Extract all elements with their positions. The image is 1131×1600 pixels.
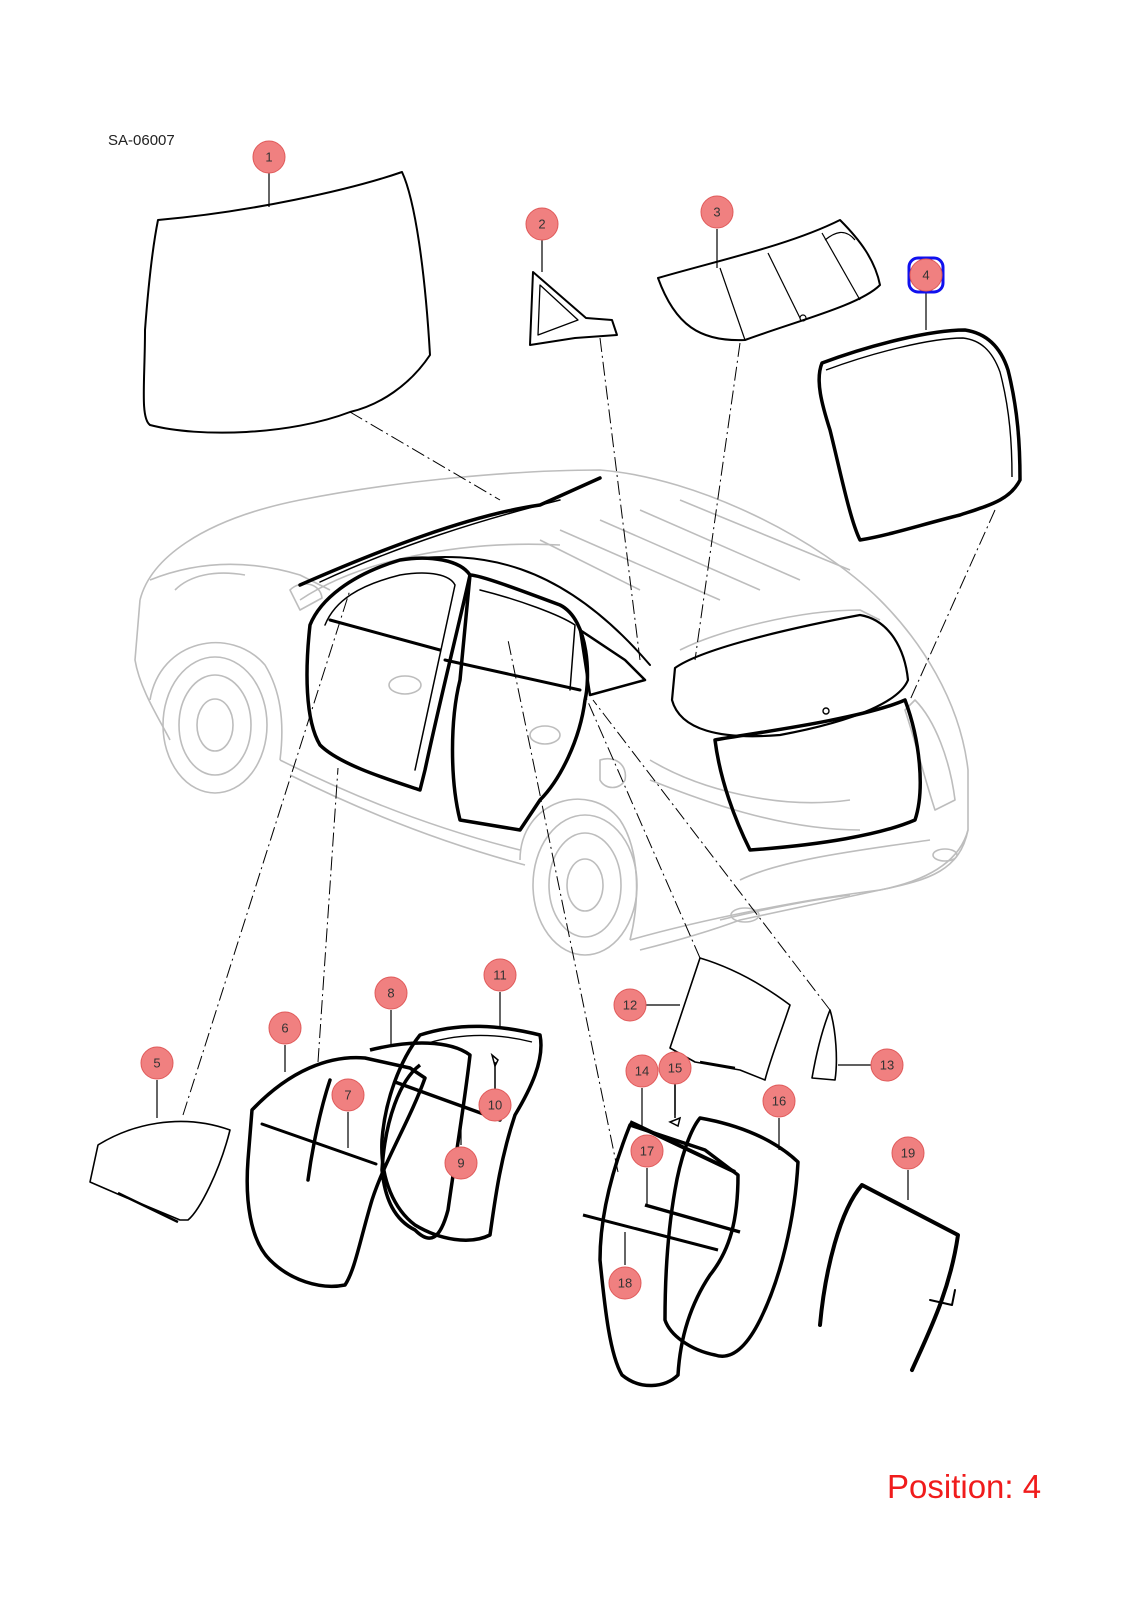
callout-13[interactable]: 13	[870, 1048, 904, 1082]
callout-circle	[891, 1136, 925, 1170]
part-front-run-channel	[369, 1041, 472, 1240]
callout-18[interactable]: 18	[608, 1266, 642, 1300]
callout-number: 5	[153, 1056, 160, 1071]
part-clip	[490, 1052, 499, 1092]
callout-number: 19	[901, 1146, 915, 1161]
callout-5[interactable]: 5	[140, 1046, 174, 1080]
callout-number: 9	[457, 1156, 464, 1171]
callout-circle	[870, 1048, 904, 1082]
callout-number: 12	[623, 998, 637, 1013]
leader-lines	[182, 337, 996, 1173]
callout-2[interactable]: 2	[525, 207, 559, 241]
callout-number: 14	[635, 1064, 649, 1079]
part-back-glass	[657, 219, 881, 342]
callout-10[interactable]: 10	[478, 1088, 512, 1122]
callout-circle	[331, 1078, 365, 1112]
callout-circle	[762, 1084, 796, 1118]
callout-number: 3	[713, 205, 720, 220]
callout-number: 17	[640, 1144, 654, 1159]
callout-11[interactable]: 11	[483, 958, 517, 992]
drawing-code: SA-06007	[108, 132, 175, 149]
callout-circle	[525, 207, 559, 241]
part-rear-run-channel	[818, 1183, 960, 1372]
callout-number: 8	[387, 986, 394, 1001]
callout-circle	[374, 976, 408, 1010]
callout-number: 18	[618, 1276, 632, 1291]
part-front-quarter-glass	[529, 271, 618, 346]
callout-circle	[478, 1088, 512, 1122]
callout-16[interactable]: 16	[762, 1084, 796, 1118]
callout-number: 11	[493, 968, 507, 983]
callout-circle	[630, 1134, 664, 1168]
callout-19[interactable]: 19	[891, 1136, 925, 1170]
callout-circle	[700, 195, 734, 229]
callout-circle	[444, 1146, 478, 1180]
vehicle-outline	[134, 469, 969, 956]
callout-circle	[613, 988, 647, 1022]
selected-highlight	[907, 256, 945, 294]
part-rear-door-outer-seal	[663, 1116, 800, 1358]
callout-number: 6	[281, 1021, 288, 1036]
vehicle-seals	[298, 476, 922, 852]
part-liftgate-weatherstrip	[817, 328, 1022, 542]
callout-9[interactable]: 9	[444, 1146, 478, 1180]
callout-circle	[140, 1046, 174, 1080]
callout-number: 13	[880, 1058, 894, 1073]
callout-4[interactable]: 4	[907, 256, 945, 294]
part-rear-door-weatherstrip	[582, 1120, 741, 1388]
callout-number: 10	[488, 1098, 502, 1113]
callout-14[interactable]: 14	[625, 1054, 659, 1088]
callout-number: 7	[344, 1088, 351, 1103]
position-label: Position: 4	[887, 1468, 1042, 1505]
part-rear-door-glass	[669, 957, 791, 1081]
callout-number: 16	[772, 1094, 786, 1109]
part-windshield	[142, 171, 431, 434]
callout-17[interactable]: 17	[630, 1134, 664, 1168]
part-front-door-glass	[89, 1120, 231, 1224]
part-rear-quarter-glass	[811, 1009, 838, 1081]
callout-15[interactable]: 15	[658, 1051, 692, 1085]
callout-number: 2	[538, 217, 545, 232]
callout-circle	[608, 1266, 642, 1300]
callout-leaders	[156, 173, 927, 1265]
callout-circle	[268, 1011, 302, 1045]
part-front-belt-strip	[260, 1078, 378, 1182]
callout-12[interactable]: 12	[613, 988, 647, 1022]
part-front-door-weatherstrip	[245, 1055, 427, 1288]
callout-circle	[625, 1054, 659, 1088]
part-front-door-outer-seal	[380, 1024, 543, 1242]
callout-number: 1	[265, 150, 272, 165]
callout-6[interactable]: 6	[268, 1011, 302, 1045]
callout-number: 15	[668, 1061, 682, 1076]
callout-3[interactable]: 3	[700, 195, 734, 229]
callout-number: 4	[922, 268, 929, 283]
callout-circle	[658, 1051, 692, 1085]
callout-circle	[252, 140, 286, 174]
callout-7[interactable]: 7	[331, 1078, 365, 1112]
callout-8[interactable]: 8	[374, 976, 408, 1010]
callout-circle	[909, 258, 943, 292]
callout-1[interactable]: 1	[252, 140, 286, 174]
callout-circle	[483, 958, 517, 992]
